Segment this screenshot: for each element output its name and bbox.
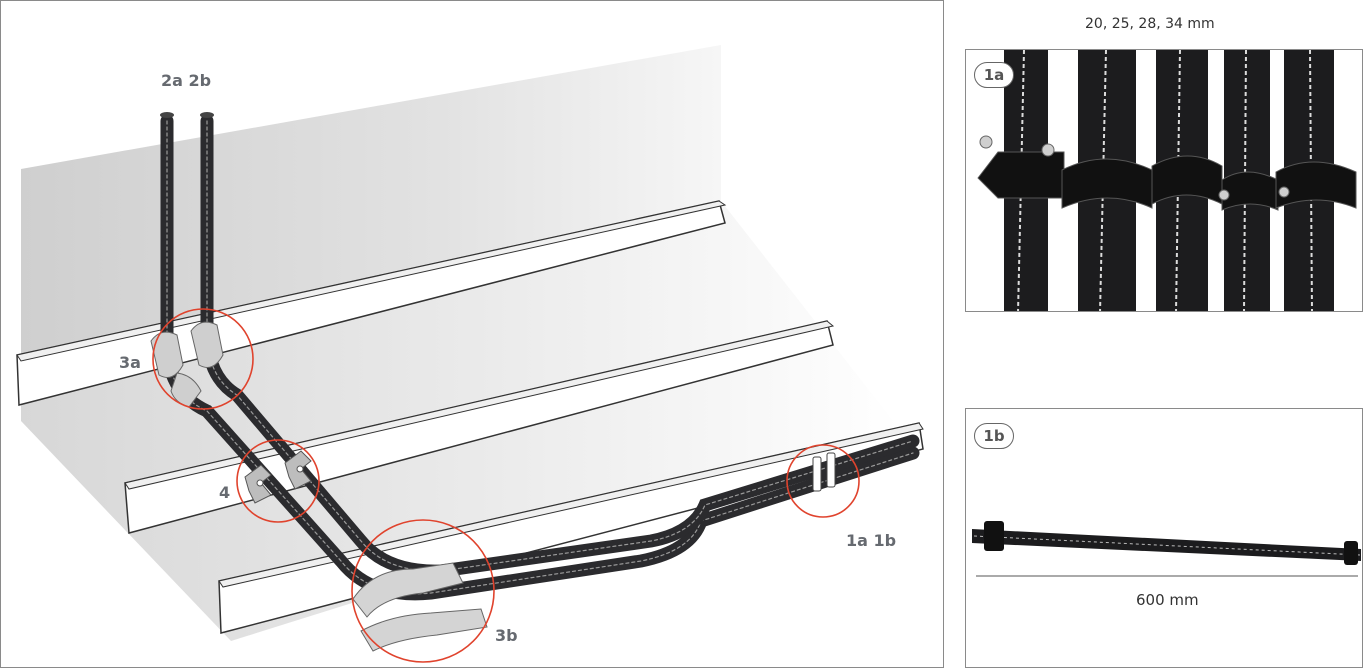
cross-holder-4: [244, 450, 312, 504]
highlight-circle-4: [236, 439, 320, 523]
detail-panel-1a: 1a: [965, 49, 1363, 312]
wall-surface: [21, 45, 721, 371]
label-1a-1b: 1a 1b: [846, 531, 897, 550]
highlight-circle-3a: [152, 308, 254, 410]
pipe-sizes-caption: 20, 25, 28, 34 mm: [1085, 16, 1215, 32]
installation-illustration: [16, 45, 924, 663]
highlight-circle-3b: [351, 519, 495, 663]
main-diagram-panel: 2a 2b 3a 4 3b 1a 1b: [0, 0, 944, 668]
highlight-circle-1a1b: [786, 444, 860, 518]
bend-holder-3b: [352, 562, 488, 652]
badge-1b: 1b: [974, 423, 1014, 449]
single-pipe: [972, 529, 1361, 561]
screws: [979, 135, 1290, 201]
badge-1a: 1a: [974, 62, 1014, 88]
pipe-clamps: [977, 151, 1357, 211]
detail-1a-illustration: [966, 50, 1362, 311]
pipe-clips: [984, 521, 1358, 565]
batten-top: [16, 200, 727, 406]
label-2a-2b: 2a 2b: [161, 71, 212, 90]
length-caption: 600 mm: [1136, 591, 1199, 609]
bend-holder-3a: [150, 321, 224, 408]
pipe-end-right: [200, 112, 214, 118]
detail-1b-illustration: [966, 409, 1362, 667]
detail-panel-1b: 1b 600 mm: [965, 408, 1363, 668]
conduit-pipe-right: [200, 114, 920, 578]
label-4: 4: [219, 483, 231, 502]
label-3b: 3b: [495, 626, 518, 645]
label-3a: 3a: [119, 353, 141, 372]
pipe-end-left: [160, 112, 174, 118]
pipe-clamp-1a: [812, 452, 836, 492]
